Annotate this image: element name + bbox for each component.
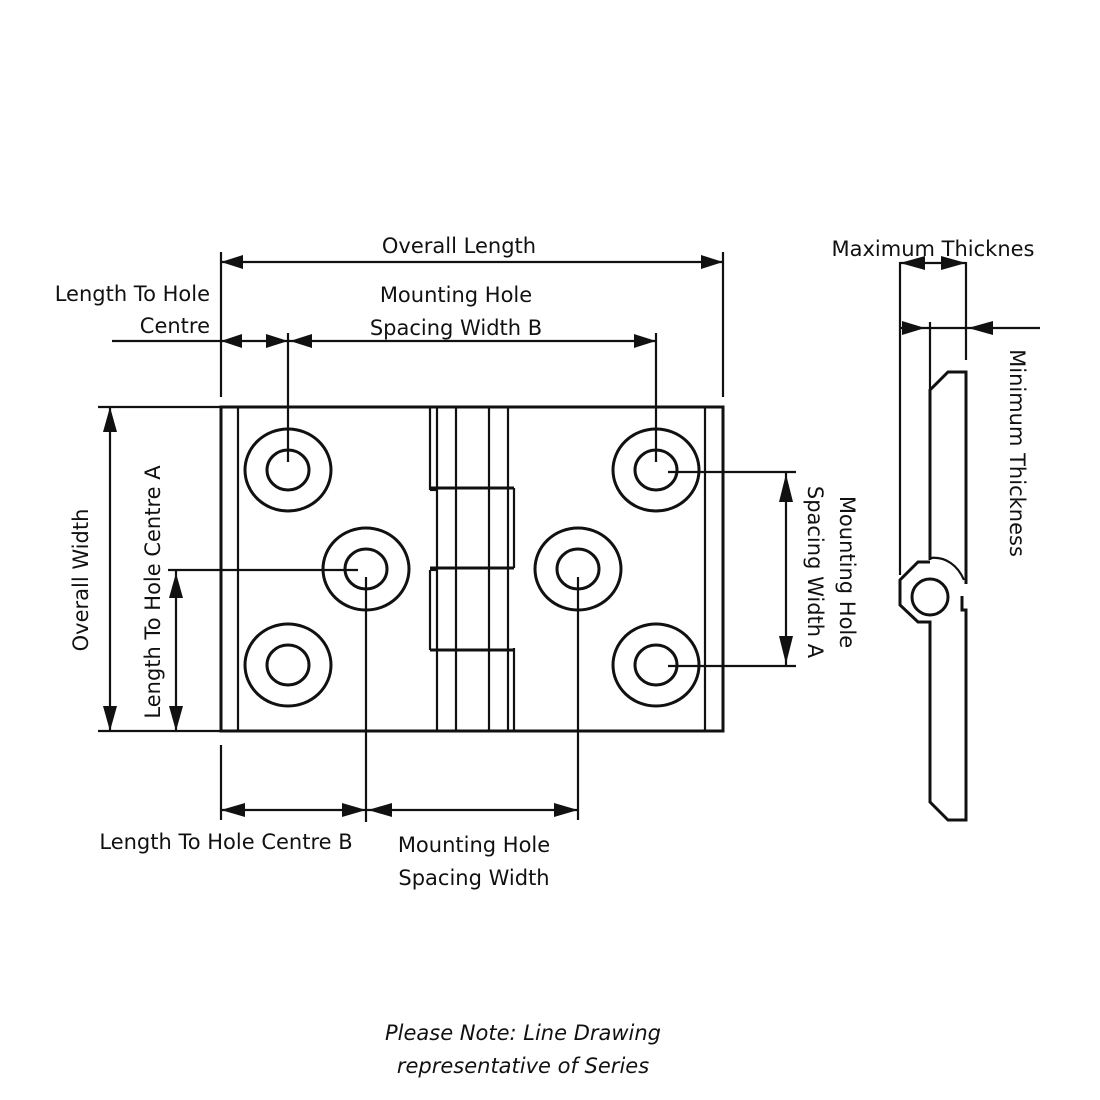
maximum-thickness-label: Maximum Thicknes bbox=[832, 237, 1035, 261]
dimension-overall-length: Overall Length bbox=[219, 234, 725, 397]
hinge-pin bbox=[910, 577, 950, 617]
dimension-mounting-hole-spacing-width: Mounting Hole Spacing Width bbox=[366, 577, 580, 890]
spacing-width-b-label-line1: Mounting Hole bbox=[380, 283, 532, 307]
dimension-overall-width: Overall Width bbox=[69, 405, 221, 733]
length-to-hole-centre-label-line2: Centre bbox=[140, 314, 210, 338]
hinge-side-view bbox=[898, 370, 968, 822]
hinge-knuckles bbox=[428, 407, 516, 731]
drawing-note: Please Note: Line Drawing representative… bbox=[385, 1021, 661, 1078]
length-to-hole-centre-b-label: Length To Hole Centre B bbox=[99, 830, 352, 854]
spacing-width-label-line2: Spacing Width bbox=[398, 866, 549, 890]
dimension-mounting-hole-spacing-width-b: Mounting Hole Spacing Width B bbox=[288, 283, 658, 462]
overall-width-label: Overall Width bbox=[69, 509, 93, 652]
spacing-width-a-label-line1: Mounting Hole bbox=[835, 496, 859, 648]
spacing-width-b-label-line2: Spacing Width B bbox=[370, 316, 542, 340]
note-line1: Please Note: Line Drawing bbox=[385, 1021, 661, 1045]
minimum-thickness-label: Minimum Thickness bbox=[1005, 349, 1029, 557]
dimension-minimum-thickness: Minimum Thickness bbox=[900, 321, 1040, 557]
note-line2: representative of Series bbox=[397, 1054, 649, 1078]
dimension-length-to-hole-centre-b: Length To Hole Centre B bbox=[99, 577, 368, 854]
length-to-hole-centre-a-label: Length To Hole Centre A bbox=[141, 465, 165, 719]
dimension-mounting-hole-spacing-width-a: Mounting Hole Spacing Width A bbox=[668, 470, 859, 668]
dimension-length-to-hole-centre-a: Length To Hole Centre A bbox=[141, 465, 358, 731]
dimension-length-to-hole-centre: Length To Hole Centre bbox=[55, 282, 290, 462]
spacing-width-label-line1: Mounting Hole bbox=[398, 833, 550, 857]
overall-length-label: Overall Length bbox=[382, 234, 536, 258]
dimension-maximum-thickness: Maximum Thicknes bbox=[832, 237, 1035, 575]
spacing-width-a-label-line2: Spacing Width A bbox=[803, 486, 827, 659]
length-to-hole-centre-label-line1: Length To Hole bbox=[55, 282, 210, 306]
mounting-hole bbox=[243, 622, 333, 708]
